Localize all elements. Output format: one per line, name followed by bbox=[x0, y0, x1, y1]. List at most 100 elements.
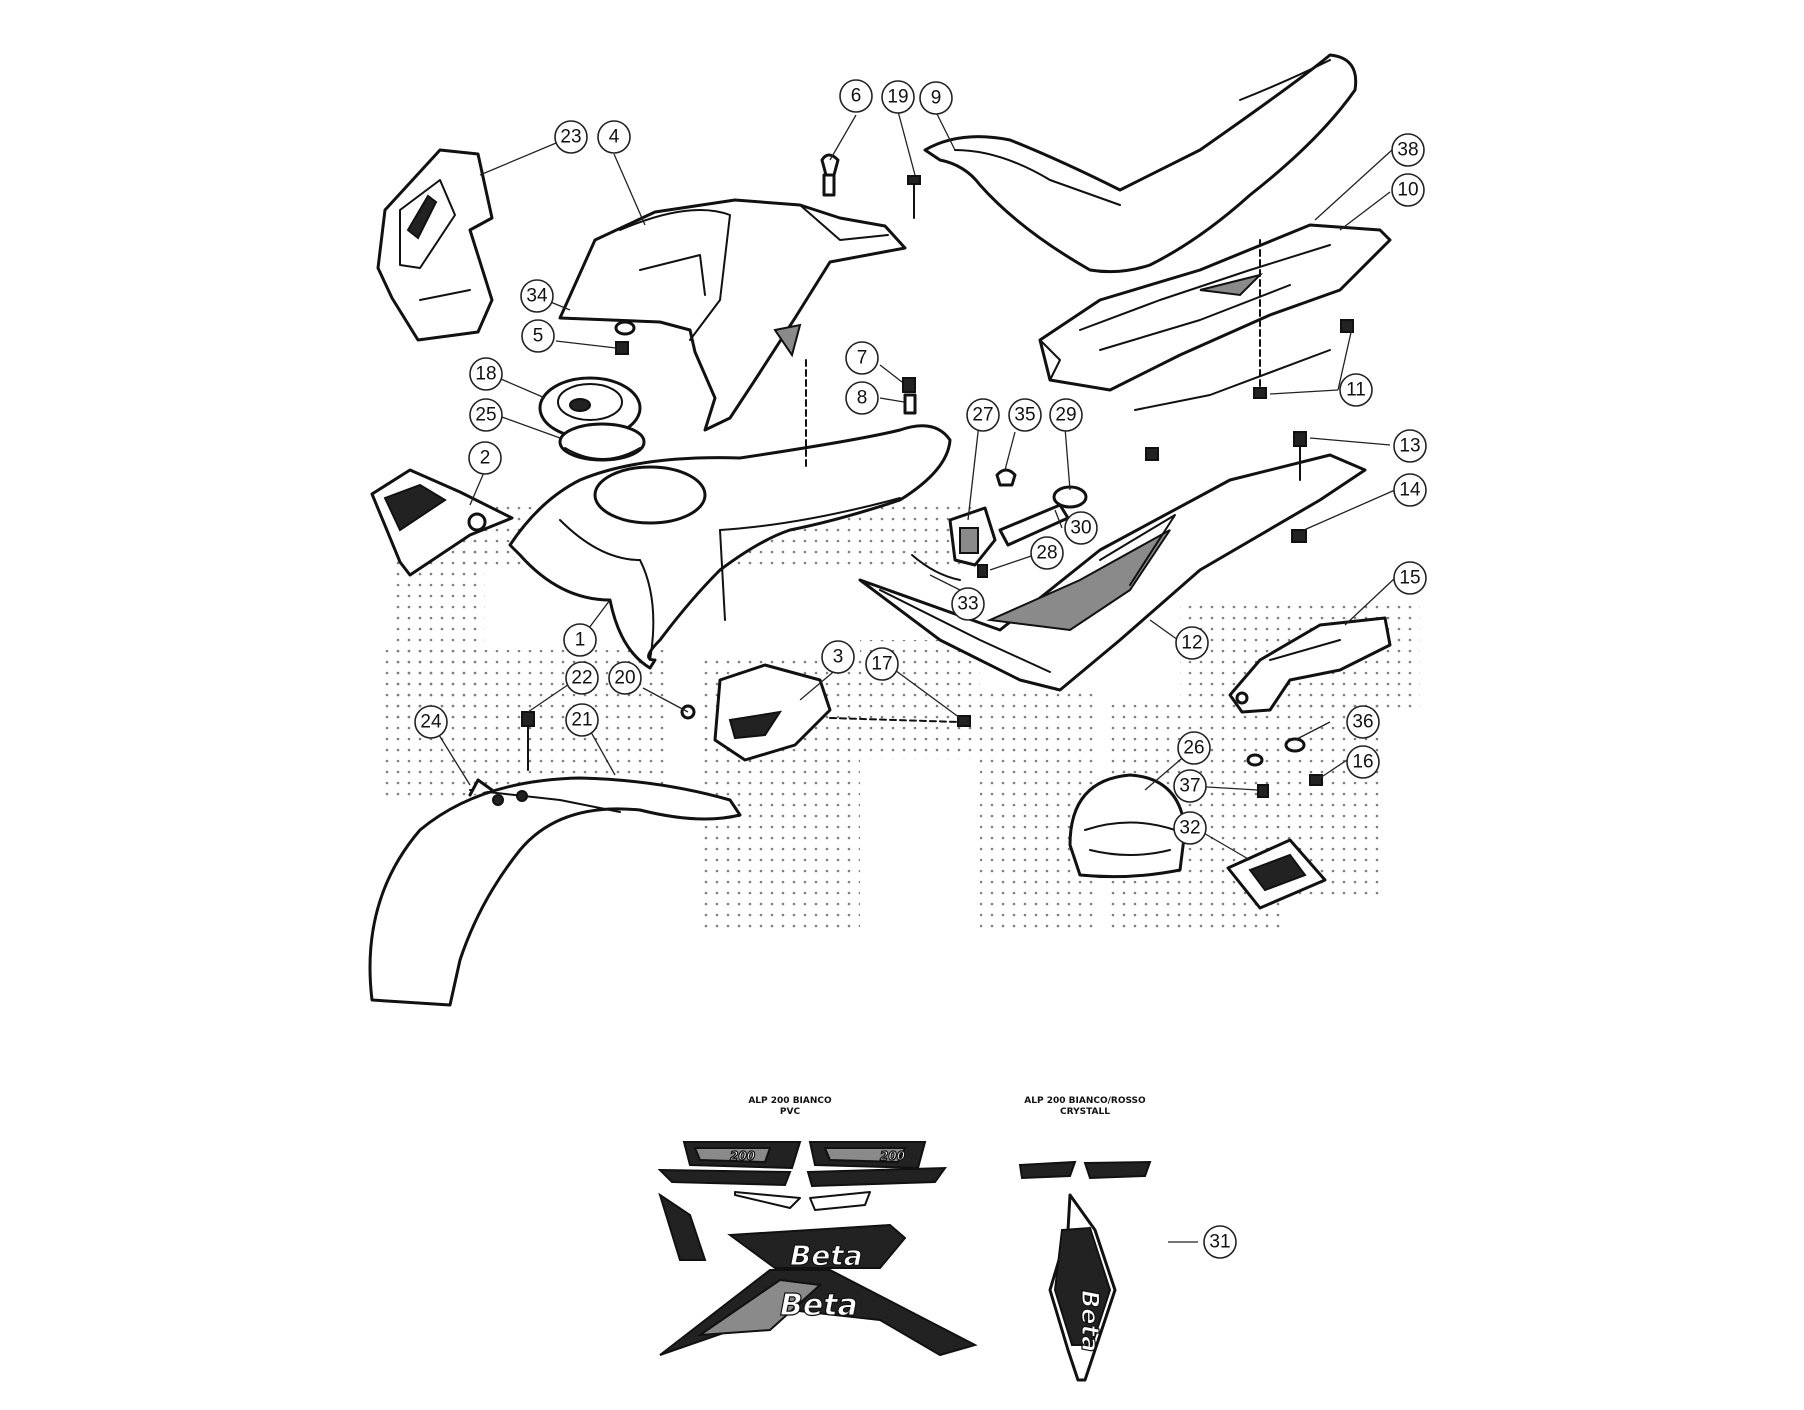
callout-15: 15 bbox=[1393, 561, 1427, 595]
decal-brand-vertical: Beta bbox=[1076, 1290, 1104, 1352]
svg-text:36: 36 bbox=[1352, 712, 1373, 733]
callout-38: 38 bbox=[1391, 133, 1425, 167]
callout-32: 32 bbox=[1173, 811, 1207, 845]
callout-3: 3 bbox=[821, 640, 855, 674]
svg-text:6: 6 bbox=[851, 86, 862, 107]
callout-2: 2 bbox=[468, 441, 502, 475]
callout-31: 31 bbox=[1203, 1225, 1237, 1259]
part-helmet bbox=[1068, 773, 1187, 879]
part-rear-mudguard bbox=[1228, 616, 1392, 714]
callout-24: 24 bbox=[414, 705, 448, 739]
svg-text:3: 3 bbox=[833, 647, 844, 668]
part-tail-frame bbox=[1038, 223, 1392, 411]
svg-text:29: 29 bbox=[1055, 405, 1076, 426]
svg-text:24: 24 bbox=[420, 712, 442, 733]
svg-text:38: 38 bbox=[1397, 140, 1418, 161]
part-manual-booklet bbox=[1226, 838, 1327, 910]
callout-8: 8 bbox=[845, 381, 879, 415]
callout-21: 21 bbox=[565, 703, 599, 737]
callout-1: 1 bbox=[563, 623, 597, 657]
decal-set-pvc: 200 200 Beta Beta bbox=[657, 1141, 978, 1357]
svg-text:5: 5 bbox=[533, 326, 544, 347]
callout-28: 28 bbox=[1030, 536, 1064, 570]
svg-text:35: 35 bbox=[1014, 405, 1035, 426]
callout-16: 16 bbox=[1346, 745, 1380, 779]
svg-text:33: 33 bbox=[957, 594, 978, 615]
callout-20: 20 bbox=[608, 661, 642, 695]
callout-5: 5 bbox=[521, 319, 555, 353]
part-side-panel-left bbox=[370, 468, 514, 577]
callout-36: 36 bbox=[1346, 705, 1380, 739]
part-fuel-cap bbox=[538, 376, 646, 462]
callout-6: 6 bbox=[839, 79, 873, 113]
part-screws-13-14 bbox=[1291, 431, 1307, 543]
callout-13: 13 bbox=[1393, 429, 1427, 463]
decal-model-left: 200 bbox=[730, 1149, 755, 1163]
callout-4: 4 bbox=[597, 120, 631, 154]
callout-37: 37 bbox=[1173, 769, 1207, 803]
svg-text:10: 10 bbox=[1397, 180, 1418, 201]
svg-text:22: 22 bbox=[571, 668, 592, 689]
svg-text:27: 27 bbox=[972, 405, 993, 426]
part-side-panel-right bbox=[858, 453, 1367, 692]
decal-set-crystall: Beta bbox=[1018, 1160, 1152, 1382]
callout-9: 9 bbox=[919, 81, 953, 115]
svg-text:7: 7 bbox=[857, 348, 868, 369]
decal-model-right: 200 bbox=[880, 1149, 905, 1163]
part-seat bbox=[923, 53, 1358, 274]
svg-text:13: 13 bbox=[1399, 436, 1420, 457]
svg-text:11: 11 bbox=[1346, 380, 1366, 401]
callout-35: 35 bbox=[1008, 398, 1042, 432]
callout-25: 25 bbox=[469, 398, 503, 432]
svg-text:14: 14 bbox=[1399, 480, 1421, 501]
part-fuel-tank bbox=[508, 424, 952, 670]
svg-text:18: 18 bbox=[475, 364, 496, 385]
callout-34: 34 bbox=[520, 279, 554, 313]
callout-12: 12 bbox=[1175, 626, 1209, 660]
svg-text:17: 17 bbox=[871, 654, 892, 675]
part-fuel-tap-assembly bbox=[911, 468, 1088, 581]
svg-text:23: 23 bbox=[560, 127, 581, 148]
part-screw-34-5 bbox=[614, 320, 636, 355]
svg-text:34: 34 bbox=[526, 286, 548, 307]
svg-text:26: 26 bbox=[1183, 738, 1204, 759]
svg-text:30: 30 bbox=[1070, 518, 1091, 539]
part-screw-7-8 bbox=[805, 359, 917, 471]
callout-23: 23 bbox=[554, 120, 588, 154]
decal-brand-lower: Beta bbox=[780, 1288, 858, 1323]
svg-text:2: 2 bbox=[480, 448, 491, 469]
callout-14: 14 bbox=[1393, 473, 1427, 507]
callout-26: 26 bbox=[1177, 731, 1211, 765]
leader-lines bbox=[430, 99, 1396, 1243]
svg-text:16: 16 bbox=[1352, 752, 1373, 773]
svg-text:15: 15 bbox=[1399, 568, 1420, 589]
part-tank-shroud bbox=[558, 198, 907, 432]
part-mudguard-hardware bbox=[1246, 737, 1323, 798]
callout-30: 30 bbox=[1064, 511, 1098, 545]
part-small-side-cover bbox=[680, 663, 971, 762]
svg-text:37: 37 bbox=[1179, 776, 1200, 797]
svg-text:28: 28 bbox=[1036, 543, 1057, 564]
part-screws-11 bbox=[1145, 239, 1354, 461]
svg-text:31: 31 bbox=[1209, 1232, 1230, 1253]
callout-22: 22 bbox=[565, 661, 599, 695]
svg-text:12: 12 bbox=[1181, 633, 1202, 654]
svg-text:8: 8 bbox=[857, 388, 868, 409]
decal-set-pvc-title: ALP 200 BIANCO bbox=[748, 1096, 832, 1106]
decal-set-crystall-title: ALP 200 BIANCO/ROSSO bbox=[1024, 1096, 1146, 1106]
callout-17: 17 bbox=[865, 647, 899, 681]
svg-text:19: 19 bbox=[887, 87, 908, 108]
callout-29: 29 bbox=[1049, 398, 1083, 432]
svg-text:4: 4 bbox=[609, 127, 620, 148]
svg-text:25: 25 bbox=[475, 405, 496, 426]
part-screws-top bbox=[820, 153, 921, 219]
decal-brand-upper: Beta bbox=[790, 1239, 863, 1272]
callout-10: 10 bbox=[1391, 173, 1425, 207]
svg-text:21: 21 bbox=[571, 710, 592, 731]
callout-33: 33 bbox=[951, 587, 985, 621]
svg-text:9: 9 bbox=[931, 88, 942, 109]
callout-11: 11 bbox=[1339, 373, 1373, 407]
part-headlight-fairing bbox=[376, 148, 494, 342]
svg-text:20: 20 bbox=[614, 668, 635, 689]
